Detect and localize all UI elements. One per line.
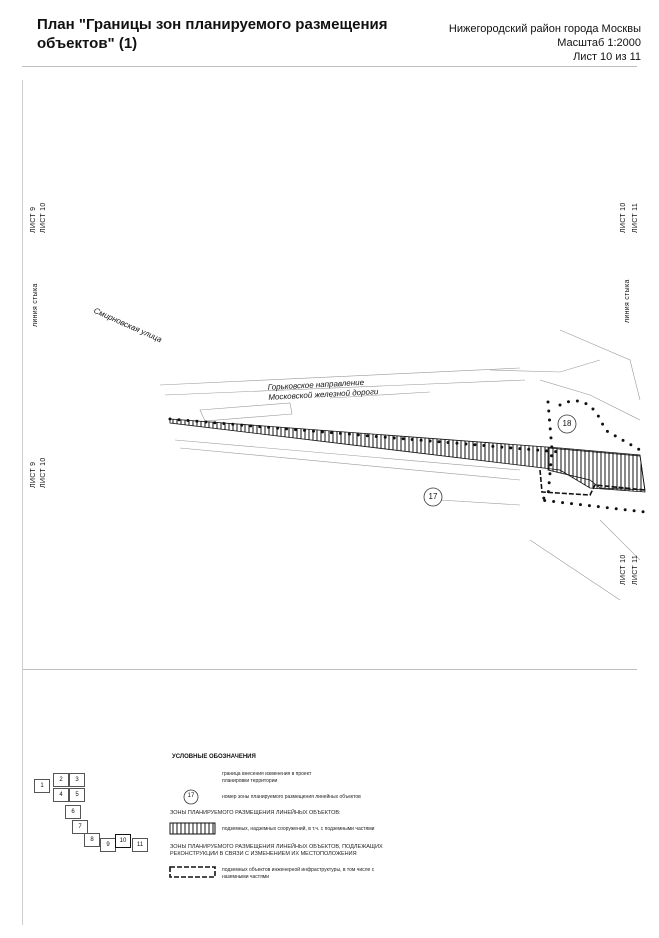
legend-section-reconstruction-line1: ЗОНЫ ПЛАНИРУЕМОГО РАЗМЕЩЕНИЯ ЛИНЕЙНЫХ ОБ… [170,844,383,850]
sheet-number: Лист 10 из 11 [573,51,641,63]
right-sheet-label-a: ЛИСТ 10 [620,202,627,233]
legend-boundary-line1: граница внесения изменения в проект [222,771,312,777]
left-sheet-label-b: ЛИСТ 10 [40,202,47,233]
legend-title: УСЛОВНЫЕ ОБОЗНАЧЕНИЯ [172,754,256,760]
key-cell-4: 4 [53,788,69,802]
key-cell-11: 11 [132,838,148,852]
scale-label: Масштаб 1:2000 [557,37,641,49]
hatched-zone-east [547,447,646,491]
right-sheet-label-d: ЛИСТ 11 [632,554,639,585]
key-cell-1: 1 [34,779,50,793]
key-cell-3: 3 [69,773,85,787]
legend-boundary-line2: планировки территории [222,777,278,784]
header-divider [22,66,637,67]
legend-boundary-text: граница внесения изменения в проект план… [222,771,311,784]
legend-divider [22,669,637,670]
legend-hatched-text: подземных, надземных сооружений, в т.ч. … [222,826,375,832]
left-sheet-label-a: ЛИСТ 9 [30,206,37,233]
zone-18-marker [557,414,577,434]
key-cell-5: 5 [69,788,85,802]
key-cell-6: 6 [65,805,81,819]
dashed-zone [539,469,646,496]
map-frame-left [22,80,23,670]
key-cell-10-current: 10 [115,834,131,848]
district-name: Нижегородский район города Москвы [448,23,641,35]
title-block: Нижегородский район города Москвы Масшта… [449,22,641,64]
page-title: План "Границы зон планируемого размещени… [37,16,388,52]
zone-18-label: 18 [562,419,572,428]
right-join-line-label: линия стыка [624,279,631,323]
key-cell-7: 7 [72,820,88,834]
legend-zone-symbol-label: 17 [187,793,195,799]
legend-dashed-line2: наземными частями [222,873,270,880]
right-sheet-label-c: ЛИСТ 10 [620,554,627,585]
legend-dashed-symbol [169,866,216,878]
legend-hatched-symbol [169,822,216,835]
key-cell-2: 2 [53,773,69,787]
zone-17-marker [423,487,443,507]
legend-frame-left [22,670,23,925]
zone-17-label: 17 [428,492,438,501]
legend-zone-circle [183,789,199,805]
legend-section-reconstruction: ЗОНЫ ПЛАНИРУЕМОГО РАЗМЕЩЕНИЯ ЛИНЕЙНЫХ ОБ… [170,844,383,857]
left-sheet-label-d: ЛИСТ 10 [40,457,47,488]
legend-section-zones: ЗОНЫ ПЛАНИРУЕМОГО РАЗМЕЩЕНИЯ ЛИНЕЙНЫХ ОБ… [170,810,341,816]
key-cell-9: 9 [100,838,116,852]
key-cell-8: 8 [84,833,100,847]
right-sheet-label-b: ЛИСТ 11 [632,202,639,233]
legend-zone-number-text: номер зоны планируемого размещения линей… [222,794,361,800]
legend-dashed-text: подземных объектов инженерной инфраструк… [222,867,374,880]
base-map-lines [159,329,641,601]
legend-section-reconstruction-line2: РЕКОНСТРУКЦИИ В СВЯЗИ С ИЗМЕНЕНИЕМ ИХ МЕ… [170,850,357,857]
left-sheet-label-c: ЛИСТ 9 [30,461,37,488]
legend-dashed-line1: подземных объектов инженерной инфраструк… [222,867,375,873]
left-join-line-label: линия стыка [32,283,39,327]
hatched-zone [169,418,646,493]
